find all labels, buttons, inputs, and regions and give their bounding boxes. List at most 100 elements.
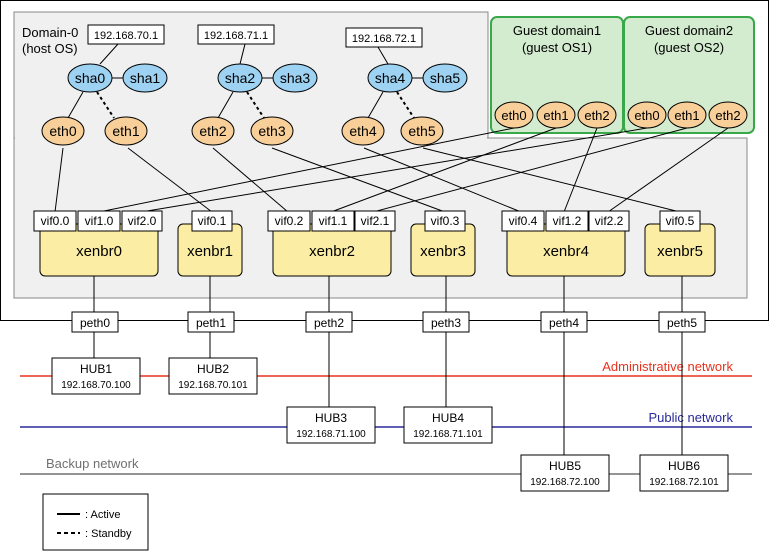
ip-label-1: 192.168.71.1 bbox=[204, 30, 268, 42]
guest2-eth2-node bbox=[708, 101, 748, 129]
sha1-label: sha1 bbox=[130, 70, 161, 86]
eth5-node bbox=[400, 116, 444, 146]
eth3-label: eth3 bbox=[258, 123, 285, 139]
guest2-subtitle: (guest OS2) bbox=[654, 40, 724, 55]
sha2-label: sha2 bbox=[225, 70, 256, 86]
eth1-node bbox=[104, 116, 148, 146]
hub3-box bbox=[286, 406, 376, 444]
eth4-label: eth4 bbox=[349, 123, 376, 139]
guest1-eth1-label: eth1 bbox=[543, 108, 568, 123]
xenbr5-label: xenbr5 bbox=[657, 243, 703, 260]
eth1-label: eth1 bbox=[112, 123, 139, 139]
hub3-ip: 192.168.71.100 bbox=[296, 429, 366, 440]
guest1-subtitle: (guest OS1) bbox=[522, 40, 592, 55]
peth0-box bbox=[71, 311, 119, 333]
hub1-ip: 192.168.70.100 bbox=[61, 380, 131, 391]
guest1-title: Guest domain1 bbox=[513, 23, 601, 38]
vif-label-3: vif0.1 bbox=[198, 214, 227, 228]
vif-label-1: vif1.0 bbox=[85, 214, 114, 228]
vif-box-7 bbox=[424, 210, 466, 232]
vif-box-2 bbox=[121, 210, 163, 232]
eth0-node bbox=[41, 116, 85, 146]
hub3-name: HUB3 bbox=[315, 411, 347, 425]
guest2-eth0-label: eth0 bbox=[634, 108, 659, 123]
guest1-eth1-node bbox=[536, 101, 576, 129]
xenbr4-label: xenbr4 bbox=[543, 243, 589, 260]
hub6-name: HUB6 bbox=[668, 459, 700, 473]
hub4-name: HUB4 bbox=[432, 411, 464, 425]
domain0-subtitle: (host OS) bbox=[22, 41, 78, 56]
vif-box-9 bbox=[545, 210, 589, 232]
vif-label-11: vif0.5 bbox=[666, 214, 695, 228]
vif-box-8 bbox=[501, 210, 545, 232]
vif-label-10: vif2.2 bbox=[595, 214, 624, 228]
vif-label-5: vif1.1 bbox=[319, 214, 348, 228]
guest1-eth2-node bbox=[577, 101, 617, 129]
guest2-eth1-label: eth1 bbox=[674, 108, 699, 123]
hub6-box bbox=[639, 454, 729, 492]
eth2-node bbox=[191, 116, 235, 146]
peth2-label: peth2 bbox=[314, 316, 344, 330]
sha3-label: sha3 bbox=[280, 70, 311, 86]
peth1-label: peth1 bbox=[196, 316, 226, 330]
sha2-node bbox=[217, 63, 263, 93]
guest2-eth0-node bbox=[627, 101, 667, 129]
xenbr1-label: xenbr1 bbox=[187, 243, 233, 260]
ip-label-0: 192.168.70.1 bbox=[94, 30, 158, 42]
xenbr0-label: xenbr0 bbox=[76, 243, 122, 260]
guest2-title: Guest domain2 bbox=[645, 23, 733, 38]
guest1-eth2-label: eth2 bbox=[584, 108, 609, 123]
vif-label-8: vif0.4 bbox=[509, 214, 538, 228]
ip-box-0 bbox=[87, 24, 165, 45]
hub2-name: HUB2 bbox=[197, 362, 229, 376]
vif-box-0 bbox=[33, 210, 77, 232]
public-network-label: Public network bbox=[648, 410, 733, 425]
hub5-box bbox=[520, 454, 610, 492]
hub1-name: HUB1 bbox=[80, 362, 112, 376]
hub2-box bbox=[168, 357, 258, 395]
domain0-title: Domain-0 bbox=[22, 25, 78, 40]
sha5-node bbox=[422, 63, 468, 93]
ip-box-1 bbox=[197, 24, 275, 45]
peth5-label: peth5 bbox=[667, 316, 697, 330]
sha4-node bbox=[367, 63, 413, 93]
sha0-node bbox=[67, 63, 113, 93]
hub4-box bbox=[403, 406, 493, 444]
eth2-label: eth2 bbox=[199, 123, 226, 139]
xenbr3-label: xenbr3 bbox=[420, 243, 466, 260]
vif-label-2: vif2.0 bbox=[128, 214, 157, 228]
peth3-box bbox=[422, 311, 470, 333]
eth3-node bbox=[250, 116, 294, 146]
peth0-label: peth0 bbox=[80, 316, 110, 330]
xenbr2-label: xenbr2 bbox=[309, 243, 355, 260]
vif-box-4 bbox=[267, 210, 311, 232]
guest2-eth1-node bbox=[667, 101, 707, 129]
peth1-box bbox=[187, 311, 235, 333]
vif-box-11 bbox=[659, 210, 701, 232]
vif-box-10 bbox=[588, 210, 630, 232]
peth3-label: peth3 bbox=[431, 316, 461, 330]
ip-label-2: 192.168.72.1 bbox=[352, 33, 416, 45]
sha5-label: sha5 bbox=[430, 70, 461, 86]
vif-label-7: vif0.3 bbox=[431, 214, 460, 228]
legend-box bbox=[42, 493, 149, 551]
peth4-box bbox=[540, 311, 588, 333]
sha0-label: sha0 bbox=[75, 70, 106, 86]
backup-network-label: Backup network bbox=[46, 456, 139, 471]
vif-label-0: vif0.0 bbox=[41, 214, 70, 228]
vif-box-5 bbox=[311, 210, 355, 232]
sha3-node bbox=[272, 63, 318, 93]
peth2-box bbox=[305, 311, 353, 333]
sha1-node bbox=[122, 63, 168, 93]
hub1-box bbox=[51, 357, 141, 395]
ip-box-2 bbox=[345, 27, 423, 48]
vif-box-6 bbox=[354, 210, 396, 232]
peth4-label: peth4 bbox=[549, 316, 579, 330]
hub6-ip: 192.168.72.101 bbox=[649, 477, 719, 488]
hub5-name: HUB5 bbox=[549, 459, 581, 473]
eth5-label: eth5 bbox=[408, 123, 435, 139]
vif-box-3 bbox=[191, 210, 233, 232]
hub4-ip: 192.168.71.101 bbox=[413, 429, 483, 440]
peth5-box bbox=[658, 311, 706, 333]
